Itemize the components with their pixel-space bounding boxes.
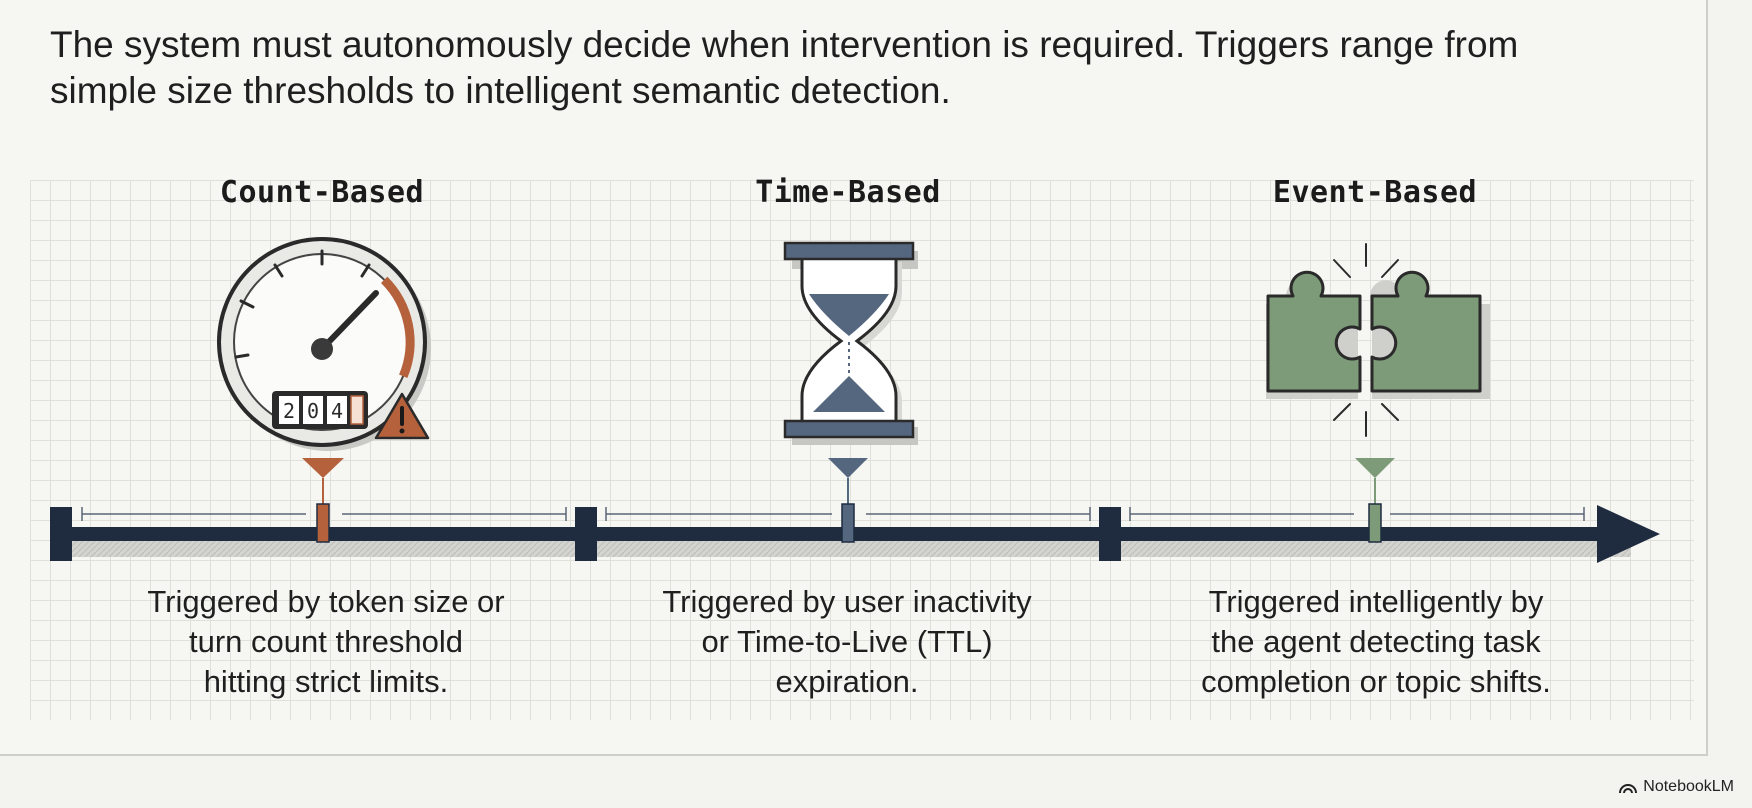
- event-based-marker: [1355, 458, 1395, 543]
- notebooklm-logo-icon: [1619, 784, 1638, 794]
- description-line: or Time-to-Live (TTL): [701, 624, 993, 659]
- timeline: [50, 458, 1660, 563]
- gauge-icon: 2 0 4: [217, 237, 431, 451]
- brand-watermark: NotebookLM: [1619, 778, 1734, 796]
- timeline-segment-marker: [575, 507, 597, 561]
- hourglass-icon: [783, 241, 918, 445]
- slide: The system must autonomously decide when…: [0, 0, 1708, 756]
- description-line: completion or topic shifts.: [1201, 664, 1551, 699]
- count-based-title: Count-Based: [219, 175, 425, 210]
- gauge-digit: 0: [307, 399, 319, 423]
- gauge-digit: 4: [331, 399, 343, 423]
- count-based-marker: [302, 458, 344, 543]
- timeline-diagram: 2 0 4: [50, 237, 1660, 563]
- warning-icon: [374, 392, 430, 440]
- description-line: Triggered by user inactivity: [662, 584, 1032, 619]
- timeline-segment-marker: [1099, 507, 1121, 561]
- count-based-description: Triggered by token size or turn count th…: [106, 582, 546, 702]
- gauge-digit: 2: [283, 399, 295, 423]
- description-line: the agent detecting task: [1211, 624, 1541, 659]
- arrow-head-icon: [1597, 505, 1660, 563]
- description-line: Triggered intelligently by: [1208, 584, 1544, 619]
- description-line: hitting strict limits.: [203, 664, 449, 699]
- timeline-segment-marker: [50, 507, 72, 561]
- puzzle-icon: [1266, 243, 1490, 437]
- brand-name: NotebookLM: [1643, 778, 1734, 795]
- description-line: Triggered by token size or: [147, 584, 505, 619]
- description-line: turn count threshold: [188, 624, 463, 659]
- description-line: expiration.: [775, 664, 919, 699]
- event-based-description: Triggered intelligently by the agent det…: [1156, 582, 1596, 702]
- intro-text: The system must autonomously decide when…: [50, 24, 1519, 111]
- event-based-title: Event-Based: [1272, 175, 1478, 210]
- time-based-marker: [828, 458, 868, 543]
- time-based-title: Time-Based: [755, 175, 941, 210]
- time-based-description: Triggered by user inactivity or Time-to-…: [627, 582, 1067, 702]
